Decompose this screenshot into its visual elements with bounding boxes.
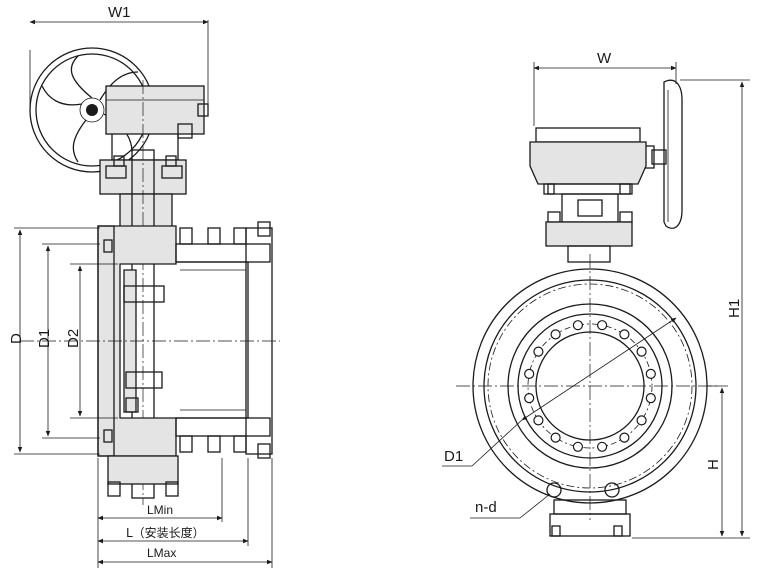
- label-d2: D2: [65, 329, 82, 348]
- dim-d1-front: [442, 317, 677, 467]
- label-h1: H1: [726, 299, 743, 318]
- bolt-hole: [645, 368, 656, 379]
- label-lmax: LMax: [147, 546, 176, 560]
- gearbox-side: [105, 85, 209, 161]
- label-h: H: [705, 459, 722, 470]
- dim-w1: [29, 19, 209, 110]
- bolt-hole: [596, 441, 608, 452]
- left-view: W1 D D1 D2 LMin L（安装长度） LMax: [8, 4, 280, 568]
- dim-nd: [470, 493, 551, 519]
- bracket-front: [545, 193, 633, 263]
- bolt-hole: [636, 346, 647, 357]
- bolt-hole: [596, 320, 608, 331]
- bolt-hole: [572, 320, 584, 331]
- dim-d-group: [14, 227, 118, 455]
- valve-body-side: [97, 225, 179, 497]
- bolt-hole: [572, 441, 584, 452]
- label-w: W: [597, 50, 612, 67]
- bolt-hole: [533, 346, 544, 357]
- dim-length-group: [97, 458, 273, 568]
- valve-body-front: [456, 254, 720, 520]
- lower-lugs: [546, 482, 631, 537]
- label-d1-side: D1: [36, 329, 53, 348]
- handwheel-front: [639, 79, 683, 229]
- label-lmin: LMin: [147, 503, 173, 517]
- bolt-hole: [619, 432, 630, 443]
- pipe-spool-side: [20, 221, 280, 459]
- right-view: D1 n-d W H1 H: [442, 50, 750, 539]
- label-w1: W1: [108, 4, 131, 21]
- label-l-install: L（安装长度）: [126, 525, 205, 540]
- handwheel-side: [29, 47, 155, 173]
- dim-h1: [632, 79, 750, 539]
- label-d1-front: D1: [444, 448, 463, 465]
- bolt-hole: [550, 329, 561, 340]
- bolt-hole: [636, 415, 647, 426]
- dim-w: [533, 62, 677, 126]
- bolt-hole: [524, 368, 535, 379]
- bolt-hole: [645, 393, 656, 404]
- bolt-hole: [619, 329, 630, 340]
- bolt-hole: [550, 432, 561, 443]
- bolt-hole: [524, 393, 535, 404]
- bolt-hole: [533, 415, 544, 426]
- label-d: D: [8, 333, 25, 344]
- gearbox-front: [529, 127, 647, 195]
- label-nd: n-d: [475, 499, 497, 516]
